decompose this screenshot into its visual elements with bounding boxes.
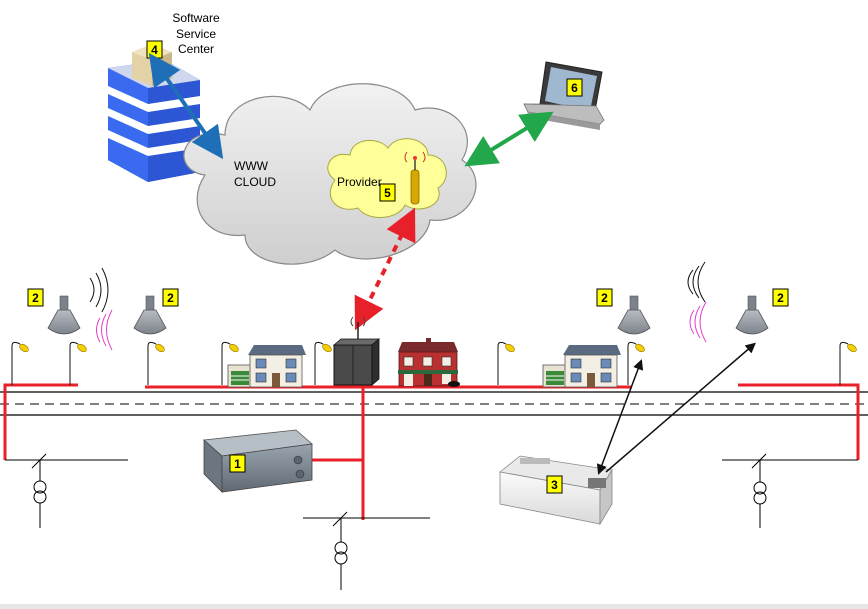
bottom-rule <box>0 604 868 609</box>
streetlight-icon <box>147 341 165 385</box>
svg-text:2: 2 <box>777 291 784 305</box>
link-ballast-to-luminaire-right <box>605 342 756 473</box>
badge-3: 3 <box>546 475 563 494</box>
streetlight-icon <box>314 341 332 385</box>
transformer-icon <box>5 453 128 528</box>
badge-2: 2 <box>596 288 613 307</box>
signal-waves-pink <box>96 301 707 351</box>
provider-label: Provider <box>337 175 382 189</box>
badge-2: 2 <box>27 288 44 307</box>
hub-cabinet-icon <box>332 316 381 386</box>
streetlight-icon <box>69 341 87 385</box>
svg-text:3: 3 <box>551 478 558 492</box>
streetlight-icon <box>11 341 29 385</box>
link-ballast-to-luminaire-left <box>596 359 644 475</box>
service-center-label-line-1: Software <box>172 11 220 25</box>
house-icon <box>398 338 460 387</box>
svg-text:5: 5 <box>384 186 391 200</box>
svg-text:1: 1 <box>234 457 241 471</box>
service-center-label-line-2: Service <box>176 27 216 41</box>
power-network <box>3 383 860 520</box>
luminaire-icon <box>735 295 769 335</box>
laptop-icon <box>523 61 605 130</box>
svg-text:2: 2 <box>167 291 174 305</box>
badge-2: 2 <box>772 288 789 307</box>
svg-text:2: 2 <box>601 291 608 305</box>
streetlight-icon <box>497 341 515 385</box>
badge-5: 5 <box>379 183 396 202</box>
ballast-icon <box>499 455 613 526</box>
badge-1: 1 <box>229 454 246 473</box>
cloud-label: WWW CLOUD <box>234 159 276 189</box>
svg-text:2: 2 <box>32 291 39 305</box>
streetlights <box>11 341 857 385</box>
service-center-label-line-3: Center <box>178 42 214 56</box>
luminaire-icon <box>133 295 167 335</box>
svg-text:6: 6 <box>571 81 578 95</box>
cloud-icon <box>183 83 477 265</box>
signal-waves-black <box>89 261 706 313</box>
streetlight-icon <box>839 341 857 385</box>
transformer-icon <box>722 453 858 528</box>
transformer-icon <box>303 511 430 590</box>
service-center-label: Software Service Center <box>172 11 220 56</box>
luminaire-icon <box>617 295 651 335</box>
luminaire-icon <box>47 295 81 335</box>
link-provider-to-hub <box>354 207 416 331</box>
link-service-to-cloud <box>148 52 224 160</box>
streetlight-icon <box>221 341 239 385</box>
antenna-icon <box>404 151 426 205</box>
cloud-label-line-1: WWW <box>234 159 269 173</box>
streetlight-icon <box>627 341 645 385</box>
house-icon <box>227 345 306 388</box>
controller-box-icon <box>203 429 313 493</box>
street <box>0 391 868 416</box>
badge-6: 6 <box>566 78 583 97</box>
link-cloud-to-laptop <box>464 111 554 167</box>
badge-4: 4 <box>146 40 163 59</box>
cloud-label-line-2: CLOUD <box>234 175 276 189</box>
badge-2: 2 <box>162 288 179 307</box>
house-icon <box>542 345 621 388</box>
luminaires <box>47 295 769 335</box>
svg-text:4: 4 <box>151 43 158 57</box>
